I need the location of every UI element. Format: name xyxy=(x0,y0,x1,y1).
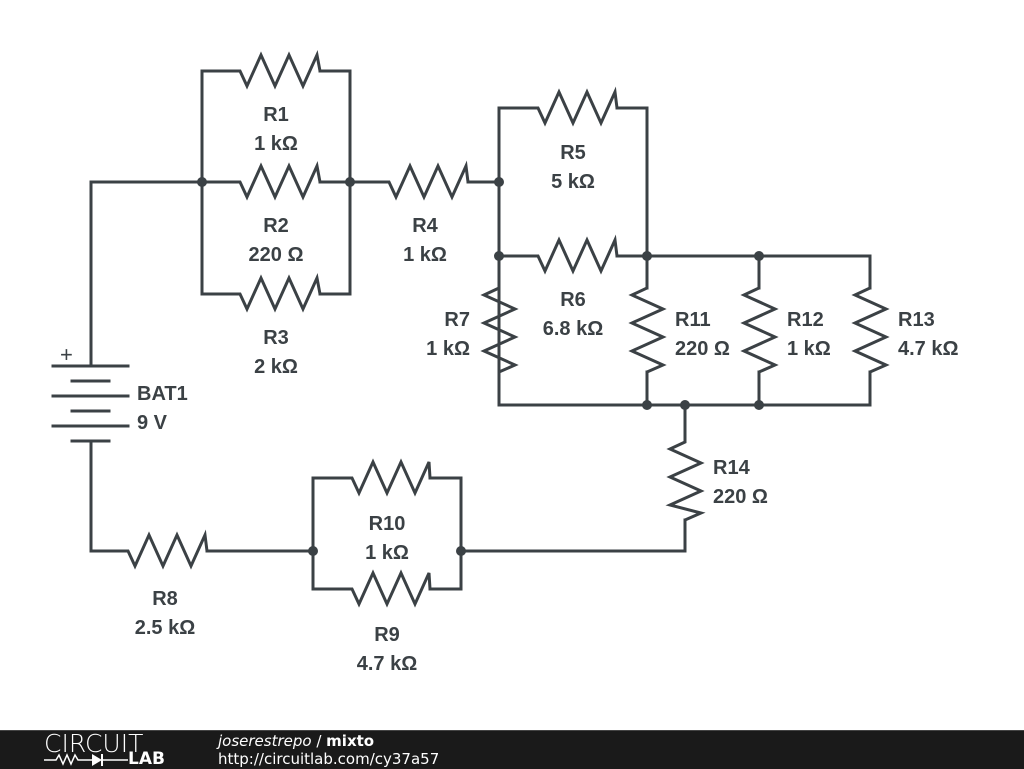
r3-value-label: 2 kΩ xyxy=(254,356,298,378)
wires xyxy=(89,69,872,591)
r4-name-label: R4 xyxy=(412,215,438,237)
r2-name-label: R2 xyxy=(263,215,289,237)
junctions xyxy=(197,177,764,556)
r9-name-label: R9 xyxy=(374,624,400,646)
r7-name-label: R7 xyxy=(444,309,470,331)
r1-name-label: R1 xyxy=(263,104,289,126)
r10-value-label: 1 kΩ xyxy=(365,542,409,564)
wire xyxy=(428,476,463,591)
schematic-canvas: + BAT1 9 V R1 1 kΩ R2 220 Ω R3 2 kΩ R4 1… xyxy=(51,50,959,675)
junction-dot xyxy=(642,251,652,261)
bat1-name-label: BAT1 xyxy=(137,383,188,405)
junction-dot xyxy=(680,400,690,410)
resistor-r8-symbol[interactable] xyxy=(121,529,209,570)
wire xyxy=(89,440,123,553)
junction-dot xyxy=(494,177,504,187)
resistor-r3-symbol[interactable] xyxy=(233,273,322,313)
junction-dot xyxy=(754,251,764,261)
junction-dot xyxy=(197,177,207,187)
resistor-r7-symbol[interactable] xyxy=(480,256,519,405)
wire xyxy=(615,106,649,258)
junction-dot xyxy=(456,546,466,556)
r11-name-label: R11 xyxy=(675,309,711,331)
author-link[interactable]: joserestrepo xyxy=(218,732,312,750)
wire xyxy=(311,476,347,591)
r4-value-label: 1 kΩ xyxy=(403,244,447,266)
title-separator: / xyxy=(311,732,327,750)
resistor-r6-symbol[interactable] xyxy=(531,234,619,275)
r14-name-label: R14 xyxy=(713,457,751,479)
r12-value-label: 1 kΩ xyxy=(787,338,831,360)
resistor-diode-logo-icon xyxy=(44,753,128,766)
junction-dot xyxy=(754,400,764,410)
r8-value-label: 2.5 kΩ xyxy=(135,617,196,639)
r3-name-label: R3 xyxy=(263,327,289,349)
wire xyxy=(89,180,204,368)
wire xyxy=(459,518,687,553)
r6-name-label: R6 xyxy=(560,289,586,311)
r2-value-label: 220 Ω xyxy=(249,244,304,266)
resistor-r10-symbol[interactable] xyxy=(345,458,432,497)
labels: BAT1 9 V R1 1 kΩ R2 220 Ω R3 2 kΩ R4 1 k… xyxy=(135,104,959,675)
r13-name-label: R13 xyxy=(898,309,935,331)
resistor-r5-symbol[interactable] xyxy=(531,86,619,127)
junction-dot xyxy=(494,251,504,261)
r5-value-label: 5 kΩ xyxy=(551,171,595,193)
circuit-url[interactable]: http://circuitlab.com/cy37a57 xyxy=(218,750,440,768)
r8-name-label: R8 xyxy=(152,588,178,610)
r1-value-label: 1 kΩ xyxy=(254,133,298,155)
r14-value-label: 220 Ω xyxy=(713,486,768,508)
circuitlab-logo[interactable]: CIRCUIT LAB xyxy=(44,729,184,769)
resistor-r1-symbol[interactable] xyxy=(233,50,322,90)
resistor-r2-symbol[interactable] xyxy=(233,161,322,201)
circuit-info: joserestrepo / mixto http://circuitlab.c… xyxy=(218,732,439,768)
junction-dot xyxy=(345,177,355,187)
battery-plus-sign: + xyxy=(60,342,73,367)
circuit-title[interactable]: mixto xyxy=(326,732,375,750)
resistor-r12-symbol[interactable] xyxy=(740,286,779,374)
resistor-r9-symbol[interactable] xyxy=(345,569,432,608)
bat1-value-label: 9 V xyxy=(137,412,168,434)
logo-lab-text: LAB xyxy=(128,749,165,769)
junction-dot xyxy=(642,400,652,410)
resistor-r11-symbol[interactable] xyxy=(628,286,667,374)
logo-circuit-text: CIRCUIT xyxy=(44,729,144,758)
r13-value-label: 4.7 kΩ xyxy=(898,338,959,360)
r9-value-label: 4.7 kΩ xyxy=(357,653,418,675)
r6-value-label: 6.8 kΩ xyxy=(543,318,604,340)
resistor-r4-symbol[interactable] xyxy=(382,160,470,201)
junction-dot xyxy=(308,546,318,556)
r10-name-label: R10 xyxy=(369,513,406,535)
r7-value-label: 1 kΩ xyxy=(426,338,470,360)
resistors xyxy=(121,50,890,608)
resistor-r14-symbol[interactable] xyxy=(665,435,706,522)
footer-bar: CIRCUIT LAB joserestrepo / mixto http://… xyxy=(0,729,1024,769)
r12-name-label: R12 xyxy=(787,309,824,331)
r11-value-label: 220 Ω xyxy=(675,338,730,360)
battery-bat1-symbol[interactable]: + xyxy=(51,342,130,443)
resistor-r13-symbol[interactable] xyxy=(851,286,890,374)
r5-name-label: R5 xyxy=(560,142,586,164)
